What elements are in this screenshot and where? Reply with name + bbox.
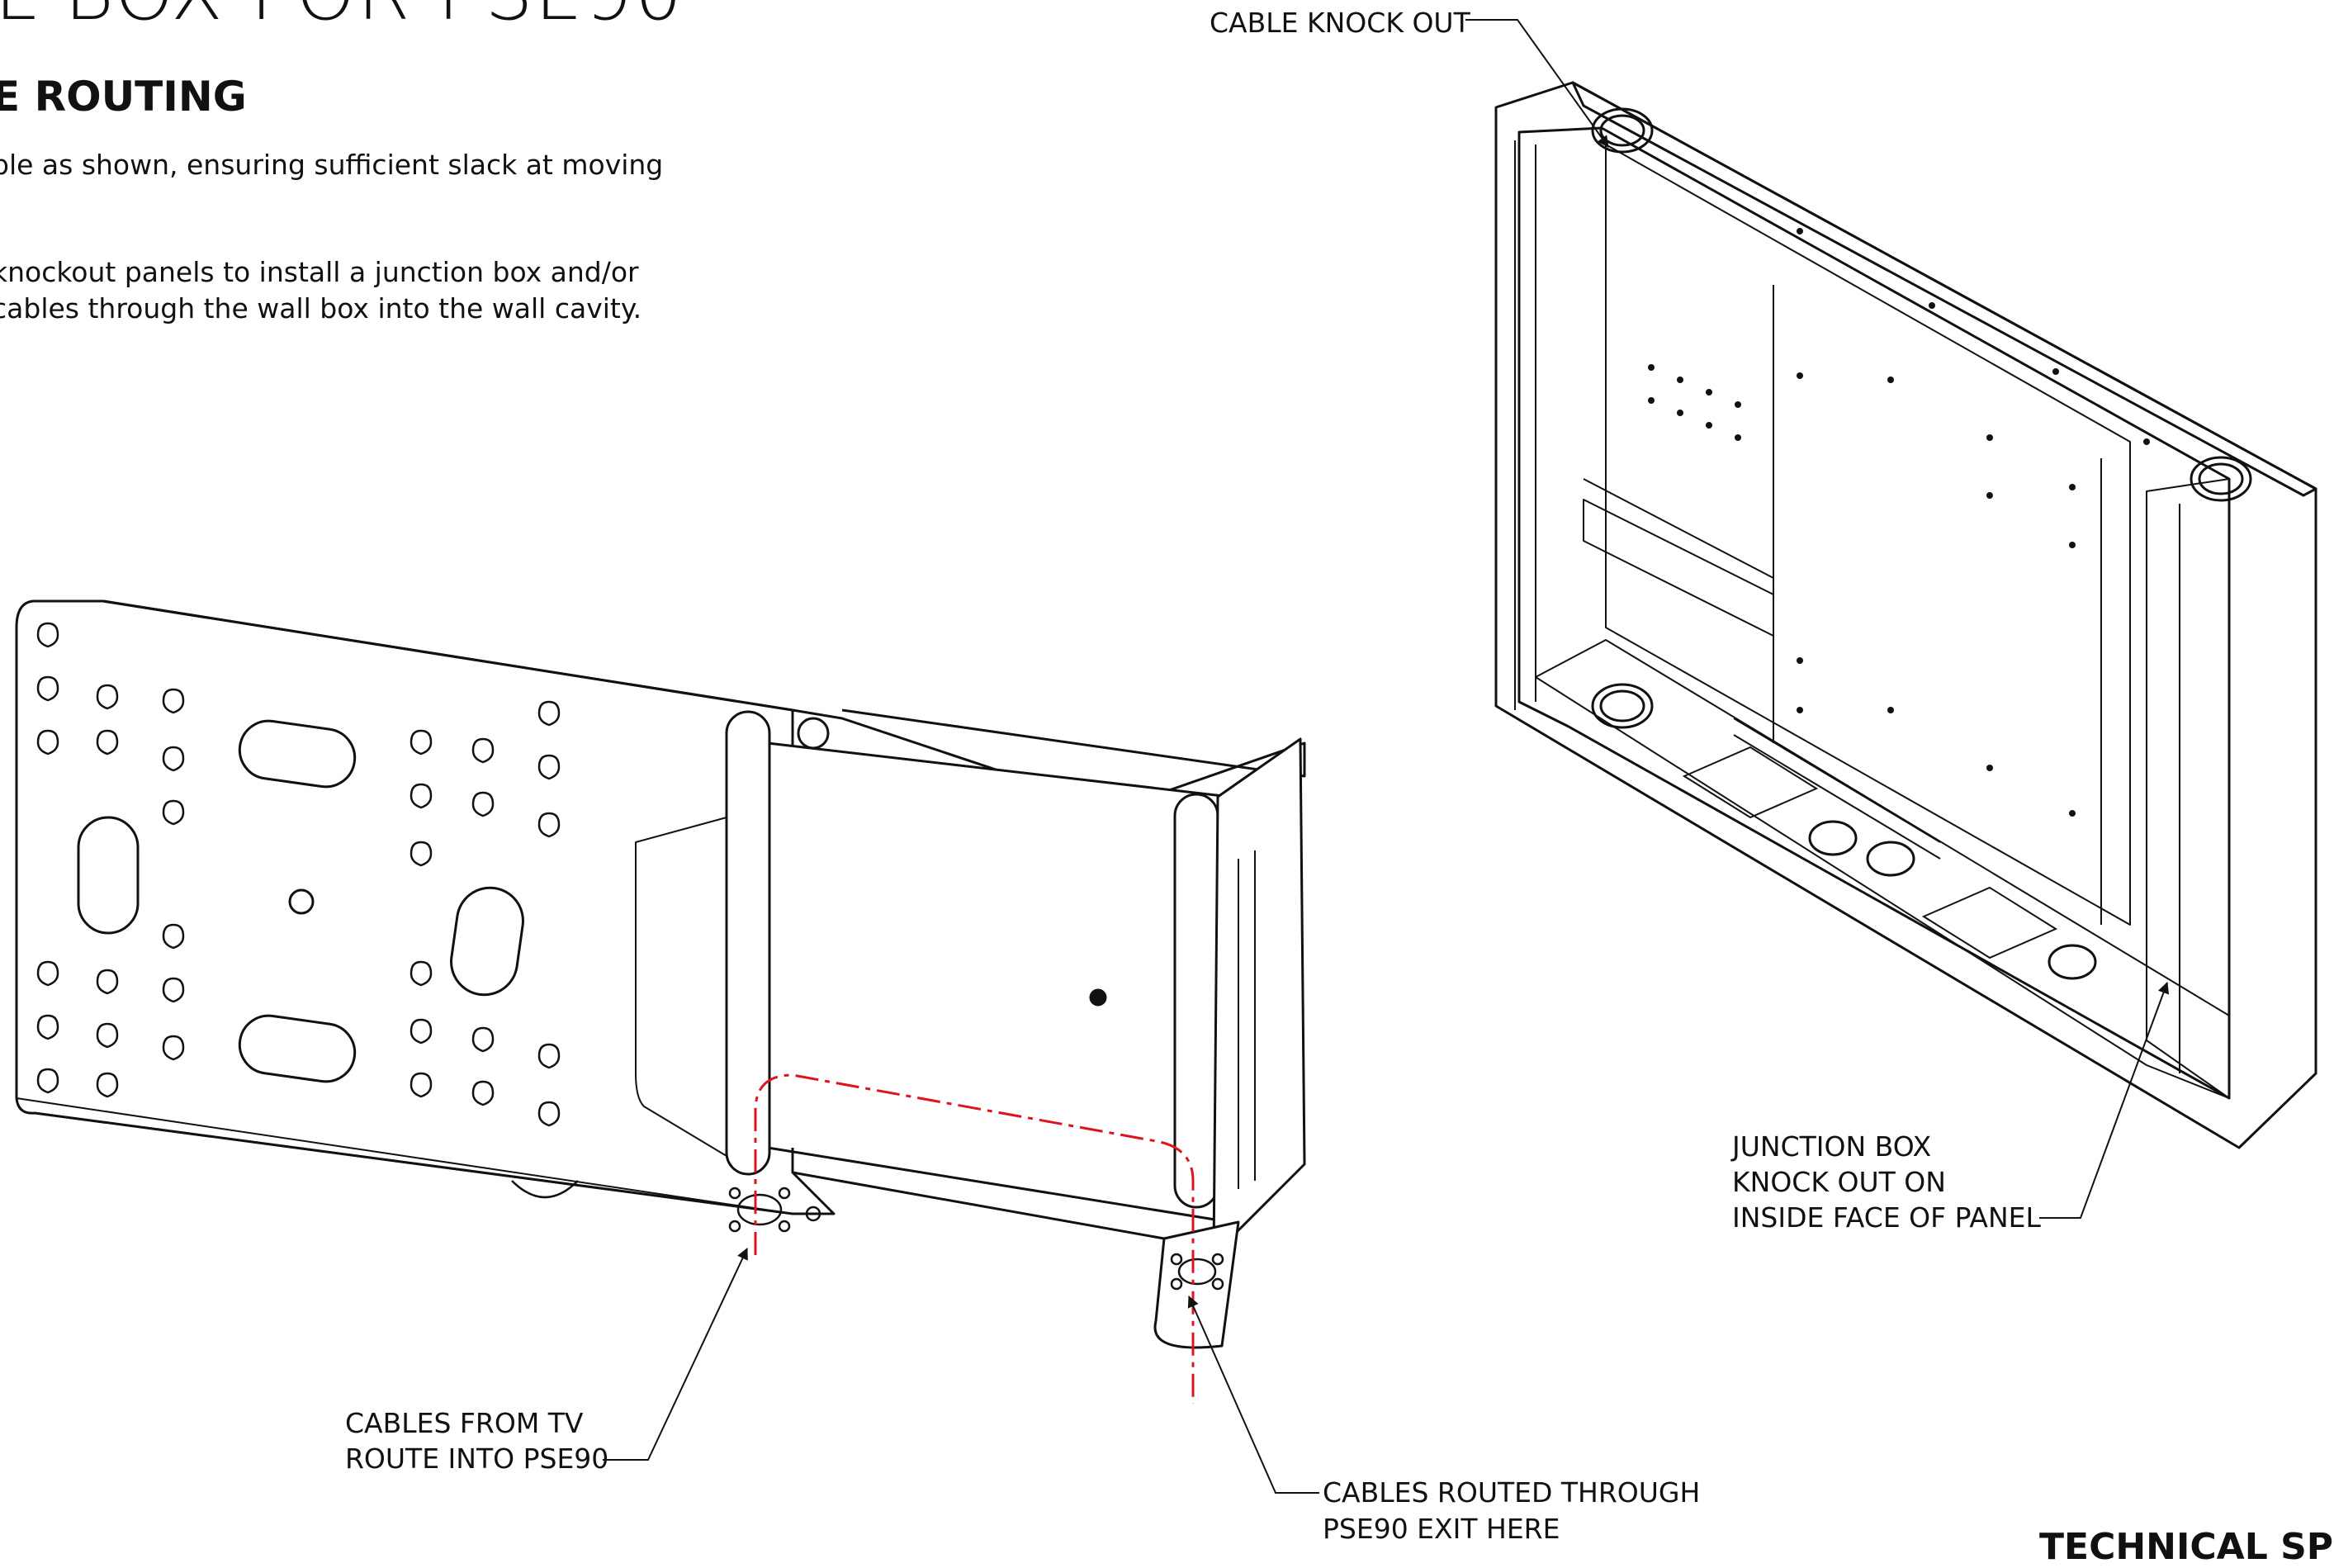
leader-cables-from-tv xyxy=(603,1248,748,1461)
wall-box-top xyxy=(1571,81,2317,497)
section-heading: E ROUTING xyxy=(0,73,247,121)
leader-junction-box xyxy=(2039,982,2170,1219)
wall-box-holes xyxy=(1648,228,2150,817)
callout-junction-box-3: INSIDE FACE OF PANEL xyxy=(1732,1201,2041,1234)
callout-junction-box-2: KNOCK OUT ON xyxy=(1732,1166,1946,1198)
mount-arm-cover xyxy=(766,741,1232,1224)
callout-junction-box-1: JUNCTION BOX xyxy=(1732,1130,1932,1163)
keyhole-column-1 xyxy=(36,622,59,1094)
pse90-mount xyxy=(15,599,1306,1349)
mount-wall-plate xyxy=(15,599,836,1215)
callout-cables-routed-1: CABLES ROUTED THROUGH xyxy=(1323,1476,1701,1509)
instruction-paragraph-2b: cables through the wall box into the wal… xyxy=(0,292,642,324)
cable-route-path xyxy=(754,1073,1195,1404)
leader-lines xyxy=(603,19,2170,1494)
knockout-floor xyxy=(1591,683,1654,729)
page-title: LL BOX FOR PSE90 xyxy=(0,0,684,37)
wall-box-knockouts xyxy=(1591,107,2252,980)
mount-hinge-left xyxy=(725,710,771,1176)
mount-hinge-right xyxy=(1173,793,1219,1209)
instruction-paragraph-2a: knockout panels to install a junction bo… xyxy=(0,256,639,288)
keyhole-column-3 xyxy=(410,700,561,1127)
wall-box-back-panel xyxy=(1605,144,2131,926)
leader-cable-knock-out xyxy=(1465,19,1609,148)
leader-cables-routed xyxy=(1187,1296,1319,1494)
callout-cables-from-tv-2: ROUTE INTO PSE90 xyxy=(345,1442,609,1475)
mount-bracket-holes xyxy=(511,1180,1224,1291)
knockout-top-left xyxy=(1591,107,1654,154)
instruction-paragraph-1: ble as shown, ensuring sufficient slack … xyxy=(0,149,664,181)
knockout-top-right xyxy=(2190,456,2252,502)
wall-box xyxy=(1494,81,2317,1149)
callout-cable-knock-out: CABLE KNOCK OUT xyxy=(1210,7,1470,39)
callout-cables-routed-2: PSE90 EXIT HERE xyxy=(1323,1513,1560,1545)
mount-side-bracket xyxy=(1212,737,1306,1257)
callout-cables-from-tv-1: CABLES FROM TV xyxy=(345,1407,584,1439)
mount-keyhole-slots xyxy=(36,622,561,1127)
wall-box-flange xyxy=(1494,81,2317,1149)
keyhole-column-2 xyxy=(96,684,185,1098)
mount-oblong-slots xyxy=(77,717,1107,1083)
